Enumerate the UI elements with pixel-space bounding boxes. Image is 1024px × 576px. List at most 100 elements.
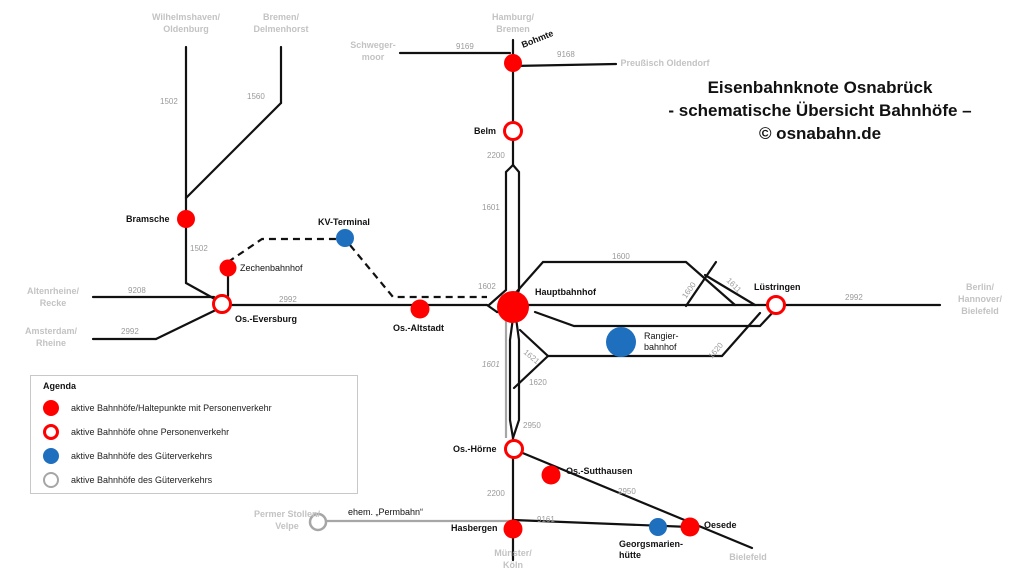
station-oesede[interactable] — [680, 517, 700, 537]
track-hbf-north-twin-2 — [511, 163, 521, 307]
text-line: bahnhof — [644, 342, 677, 352]
station-zechenbahnhof[interactable] — [219, 259, 237, 277]
track-1620-link — [512, 354, 550, 390]
legend-filled-red-icon — [43, 400, 59, 416]
text-line: Georgsmarien- — [619, 539, 683, 549]
station-kv-terminal[interactable] — [336, 229, 354, 247]
legend-item-active-passenger: aktive Bahnhöfe/Haltepunkte mit Personen… — [43, 398, 272, 418]
text-line: Hannover/ — [958, 294, 1003, 304]
station-eversburg[interactable] — [212, 294, 232, 314]
text-line: Hamburg/ — [492, 12, 535, 22]
text-line: moor — [362, 52, 385, 62]
text-line: Permer Stollen/ — [254, 509, 321, 519]
ln-1602: 1602 — [478, 282, 496, 291]
track-amsterdam-2 — [154, 305, 224, 341]
dest-perm-stollen: Permer Stollen/Velpe — [254, 509, 321, 531]
label-zechenbahnhof: Zechenbahnhof — [240, 263, 303, 273]
label-altstadt: Os.-Altstadt — [393, 323, 444, 333]
text-line: Rangier- — [644, 331, 679, 341]
station-permbahn[interactable] — [308, 512, 328, 532]
dest-hamburg: Hamburg/Bremen — [492, 12, 535, 34]
ln-2200b: 2200 — [487, 489, 505, 498]
track-1600-cross — [684, 260, 718, 308]
text-line: Bremen/ — [263, 12, 300, 22]
legend-title: Agenda — [43, 381, 77, 391]
ln-1600a: 1600 — [612, 252, 630, 261]
text-line: Berlin/ — [966, 282, 995, 292]
track-1600-upper — [510, 260, 737, 307]
track-approach-loop — [485, 303, 499, 314]
label-sutthausen: Os.-Sutthausen — [566, 466, 633, 476]
station-bramsche[interactable] — [177, 210, 195, 228]
text-line: Bielefeld — [961, 306, 999, 316]
text-line: Köln — [503, 560, 523, 570]
dest-berlin: Berlin/Hannover/Bielefeld — [958, 282, 1003, 316]
legend-item-active-no-passenger: aktive Bahnhöfe ohne Personenverkehr — [43, 422, 229, 442]
legend-ring-red-icon — [43, 424, 59, 440]
station-rangierbahnhof[interactable] — [606, 327, 636, 357]
label-rangierbahnhof: Rangier-bahnhof — [644, 331, 679, 352]
text-line: Velpe — [275, 521, 299, 531]
station-hauptbahnhof[interactable] — [497, 291, 529, 323]
track-hbf-south-twin — [508, 316, 515, 440]
dest-schwegermoor: Schweger-moor — [350, 40, 396, 62]
station-sutthausen[interactable] — [541, 465, 561, 485]
legend-item-freight-inactive: aktive Bahnhöfe des Güterverkehrs — [43, 470, 212, 490]
station-hasbergen[interactable] — [503, 519, 523, 539]
text-line: hütte — [619, 550, 641, 560]
track-oldendorf — [511, 62, 618, 68]
station-altstadt[interactable] — [410, 299, 430, 319]
text-line: Delmenhorst — [253, 24, 308, 34]
label-georgsmarienhuette: Georgsmarien-hütte — [619, 539, 683, 560]
dest-oldendorf: Preußisch Oldendorf — [620, 58, 710, 68]
ln-2992b: 2992 — [279, 295, 297, 304]
track-hbf-south-twin-2 — [511, 316, 521, 440]
station-belm[interactable] — [503, 121, 523, 141]
ln-9169: 9169 — [456, 42, 474, 51]
ln-2200a: 2200 — [487, 151, 505, 160]
label-hasbergen: Hasbergen — [451, 523, 498, 533]
title-line-2: - schematische Übersicht Bahnhöfe – — [668, 101, 972, 120]
stations — [177, 54, 786, 539]
dest-amsterdam: Amsterdam/Rheine — [25, 326, 78, 348]
track-hbf-north-twin — [487, 163, 515, 307]
track-rangier-lower — [518, 311, 762, 358]
text-line: Schweger- — [350, 40, 396, 50]
label-permbahn: ehem. „Permbahn“ — [348, 507, 423, 517]
label-luestringen: Lüstringen — [754, 282, 801, 292]
legend-item-freight: aktive Bahnhöfe des Güterverkehrs — [43, 446, 212, 466]
label-hauptbahnhof: Hauptbahnhof — [535, 287, 597, 297]
station-hoerne[interactable] — [504, 439, 524, 459]
text-line: Recke — [40, 298, 67, 308]
inactive-tracks — [320, 318, 510, 523]
diagram-title: Eisenbahnknote Osnabrück - schematische … — [660, 76, 980, 145]
station-georgsmarienhuette[interactable] — [649, 518, 667, 536]
text-line: Wilhelmshaven/ — [152, 12, 220, 22]
dest-altenrheine: Altenrheine/Recke — [27, 286, 80, 308]
label-oesede: Oesede — [704, 520, 737, 530]
ln-9168: 9168 — [557, 50, 575, 59]
legend-label: aktive Bahnhöfe des Güterverkehrs — [71, 451, 213, 461]
label-hoerne: Os.-Hörne — [453, 444, 497, 454]
text-line: Amsterdam/ — [25, 326, 78, 336]
ln-1601b: 1601 — [482, 360, 500, 369]
ln-2992a: 2992 — [121, 327, 139, 336]
text-line: Altenrheine/ — [27, 286, 80, 296]
legend-ring-grey-icon — [43, 472, 59, 488]
legend: Agenda aktive Bahnhöfe/Haltepunkte mit P… — [30, 375, 358, 494]
ln-9208: 9208 — [128, 286, 146, 295]
station-bohmte[interactable] — [504, 54, 522, 72]
label-kv-terminal: KV-Terminal — [318, 217, 370, 227]
ln-1560: 1560 — [247, 92, 265, 101]
ln-2950a: 2950 — [523, 421, 541, 430]
legend-label: aktive Bahnhöfe ohne Personenverkehr — [71, 427, 230, 437]
track-rangier-upper — [533, 308, 777, 328]
text-line: Rheine — [36, 338, 66, 348]
station-luestringen[interactable] — [766, 295, 786, 315]
ln-1600b: 1600 — [680, 280, 698, 300]
legend-label: aktive Bahnhöfe des Güterverkehrs — [71, 475, 213, 485]
ln-2950b: 2950 — [618, 487, 636, 496]
destinations: Wilhelmshaven/Oldenburg Bremen/Delmenhor… — [25, 12, 1003, 570]
ln-1620a: 1620 — [529, 378, 547, 387]
